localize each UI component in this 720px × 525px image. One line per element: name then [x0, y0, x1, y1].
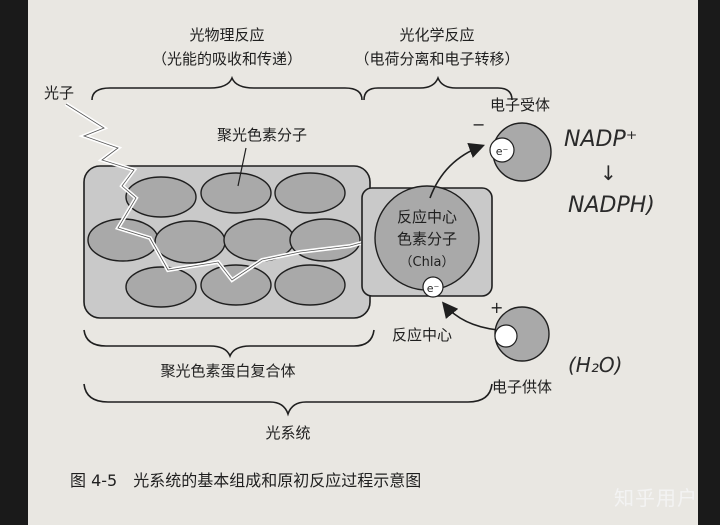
pigment-ellipse	[289, 218, 361, 262]
handwritten-nadph: NADPH)	[568, 193, 655, 218]
pigment-ellipse	[87, 218, 159, 262]
figure-caption: 图 4-5 光系统的基本组成和原初反应过程示意图	[70, 471, 421, 490]
physical-reaction-subtitle: （光能的吸收和传递）	[152, 50, 302, 68]
reaction-center-label: 反应中心	[392, 326, 452, 344]
rc-electron-label: e⁻	[427, 282, 440, 295]
electron-transfer-arrow	[429, 142, 486, 199]
donor-transfer-arrow	[441, 301, 499, 331]
photon-energy-path-outline	[65, 103, 372, 281]
handwritten-arrow: ↓	[600, 161, 617, 185]
physical-reaction-title: 光物理反应	[189, 26, 264, 44]
brace-physical	[91, 75, 363, 101]
antenna-pigment-label: 聚光色素分子	[217, 126, 307, 144]
photochemical-subtitle: （电荷分离和电子转移）	[354, 50, 519, 68]
electron-donor-label: 电子供体	[492, 378, 552, 396]
rc-label-line1: 反应中心	[397, 208, 457, 226]
rc-label-line2: 色素分子	[397, 230, 457, 248]
donor-plus: +	[490, 298, 503, 317]
pigment-ellipse	[200, 172, 272, 214]
photon-label: 光子	[44, 84, 74, 102]
acceptor-electron-label: e⁻	[496, 145, 509, 158]
pigment-ellipse	[154, 220, 226, 264]
acceptor-electron	[489, 137, 515, 163]
donor-hole	[494, 324, 518, 348]
handwritten-nadp: NADP⁺	[564, 127, 637, 152]
lhc-label: 聚光色素蛋白复合体	[160, 362, 295, 380]
brace-lhc	[83, 329, 375, 359]
pigment-ellipse	[274, 264, 346, 306]
rc-electron	[422, 276, 444, 298]
rc-label-line3: （Chla）	[400, 255, 455, 270]
electron-acceptor-label: 电子受体	[490, 96, 550, 114]
brace-photosystem	[83, 383, 493, 417]
photochemical-title: 光化学反应	[399, 26, 474, 44]
brace-chemical	[363, 75, 513, 101]
photosystem-label: 光系统	[265, 424, 310, 442]
handwritten-water: (H₂O)	[568, 353, 622, 377]
pigment-ellipse	[125, 266, 197, 308]
pigment-ellipse	[274, 172, 346, 214]
acceptor-minus: −	[472, 115, 485, 134]
pigment-ellipse	[200, 264, 272, 306]
antenna-pointer	[237, 147, 247, 187]
watermark: 知乎用户	[614, 486, 698, 510]
pigment-ellipse	[125, 176, 197, 218]
